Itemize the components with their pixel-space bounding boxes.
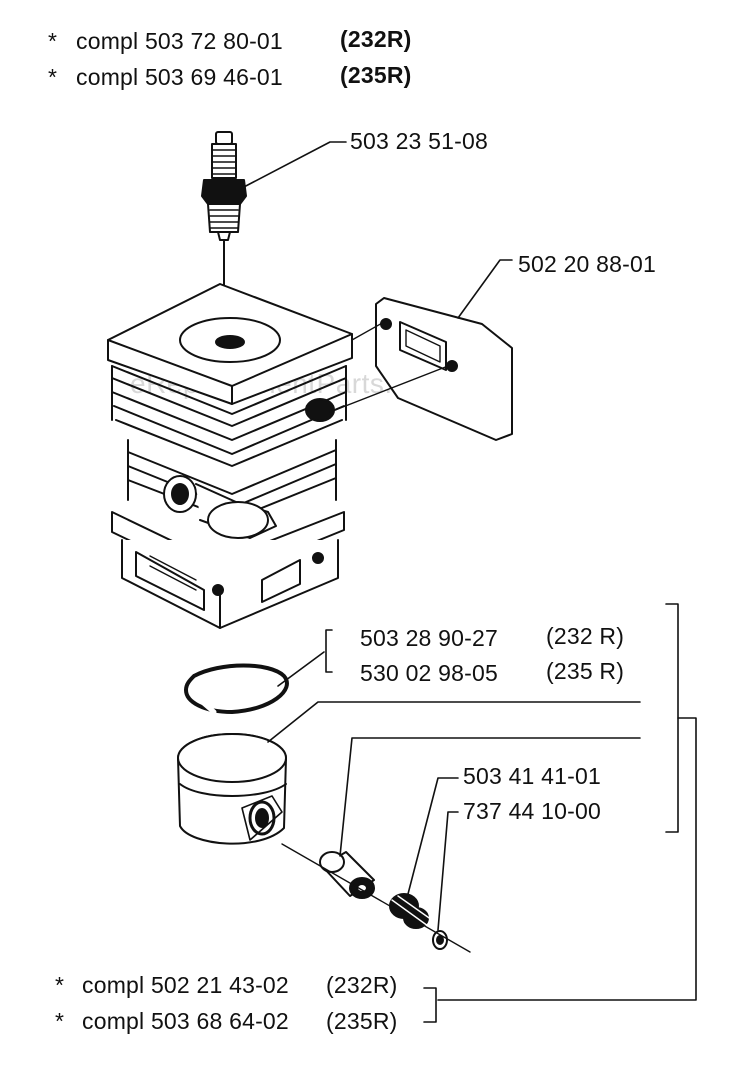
piston-pin (319, 851, 375, 899)
gasket-label: 502 20 88-01 (518, 251, 656, 277)
piston-ring (184, 663, 289, 715)
pin-axis-line (281, 843, 471, 953)
ring-leader (277, 651, 325, 687)
ring-label-bracket (325, 629, 333, 673)
spark-plug-label: 503 23 51-08 (350, 128, 488, 154)
footer-part-number-1: compl 502 21 43-02 (82, 972, 289, 998)
header-bullet-1: * (48, 28, 58, 54)
piston-leader (267, 701, 641, 743)
footer-bullet-2: * (55, 1008, 65, 1034)
piston-ring-label-235: 530 02 98-05 (360, 660, 498, 686)
header-part-number-2: compl 503 69 46-01 (76, 64, 283, 90)
gasket-alignment-line-2 (329, 365, 449, 413)
needle-bearing (389, 893, 433, 929)
footer-bracket (423, 987, 437, 1023)
exhaust-gasket (375, 297, 513, 441)
piston-kit-bracket (665, 603, 679, 833)
gasket-leader (457, 259, 513, 319)
needle-bearing-label: 503 41 41-01 (463, 763, 601, 789)
footer-model-1: (232R) (326, 972, 398, 998)
circlip-label: 737 44 10-00 (463, 798, 601, 824)
header-model-1: (232R) (340, 26, 412, 52)
piston-ring-model-232: (232 R) (546, 623, 625, 649)
pin-leader (339, 737, 641, 857)
cylinder (107, 283, 353, 629)
header-bullet-2: * (48, 64, 58, 90)
piston (177, 733, 287, 845)
circlip-leader (437, 811, 459, 931)
footer-model-2: (235R) (326, 1008, 398, 1034)
footer-part-number-2: compl 503 68 64-02 (82, 1008, 289, 1034)
footer-bullet-1: * (55, 972, 65, 998)
needle-bearing-leader (407, 777, 459, 895)
piston-ring-label-232: 503 28 90-27 (360, 625, 498, 651)
header-part-number-1: compl 503 72 80-01 (76, 28, 283, 54)
circlip (432, 930, 448, 950)
piston-kit-connector (437, 717, 697, 1001)
spark-plug-leader (241, 141, 347, 189)
header-model-2: (235R) (340, 62, 412, 88)
gasket-alignment-line-1 (351, 321, 385, 341)
piston-ring-model-235: (235 R) (546, 658, 625, 684)
